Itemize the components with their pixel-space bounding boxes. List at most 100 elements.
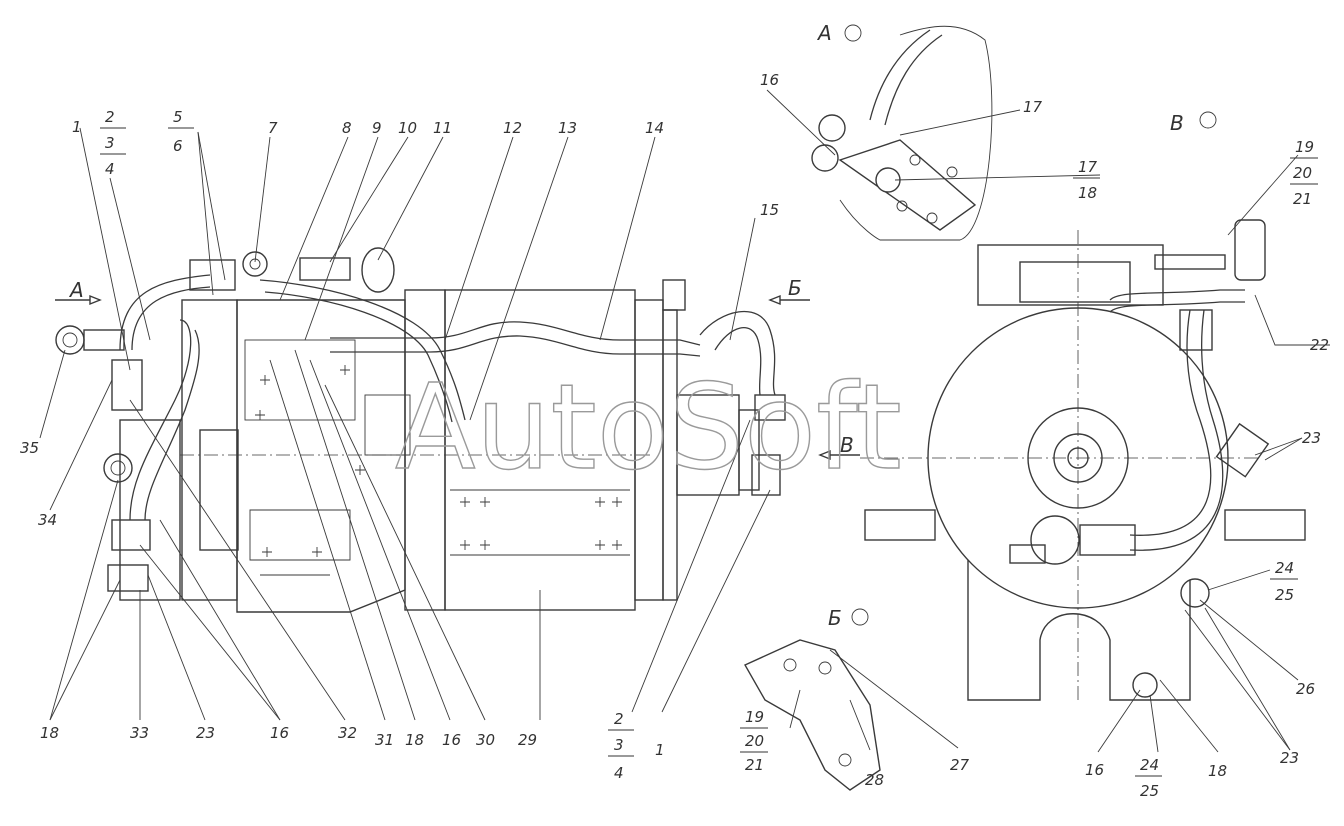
- fitting-24-b: [1132, 672, 1158, 698]
- callout-34: 34: [38, 511, 57, 529]
- callout-5: 5: [173, 108, 183, 126]
- elbow-fitting-18: [103, 453, 133, 483]
- callout-19-view-v: 19: [1295, 138, 1314, 156]
- lower-fitting-33: [107, 564, 149, 592]
- view-a-fitting: [811, 144, 839, 172]
- banjo-bolt: [83, 329, 125, 351]
- terminal-cover: [738, 409, 760, 491]
- valve-block-34: [111, 359, 143, 411]
- section-arrows: [55, 294, 860, 461]
- callout-12: 12: [503, 119, 522, 137]
- rear-fitting: [751, 454, 781, 496]
- callout-18-view-a: 18: [1078, 184, 1097, 202]
- view-v-hose-inner: [1129, 309, 1224, 551]
- pressure-tube-14: [330, 321, 701, 346]
- view-a-break-outline: [839, 25, 993, 241]
- callout-6: 6: [173, 137, 183, 155]
- callout-28: 28: [865, 771, 884, 789]
- lower-pump-outlet: [1009, 544, 1046, 564]
- drain-tube-13: [259, 279, 466, 421]
- gearbox-lower-panel: [249, 509, 351, 561]
- callout-23-view-v: 23: [1302, 429, 1321, 447]
- callout-23-left: 23: [196, 724, 215, 742]
- hose-15-end: [754, 394, 786, 421]
- breather-bracket: [1154, 254, 1226, 270]
- fitting-11: [361, 247, 395, 293]
- view-a-hose: [869, 29, 931, 121]
- callout-4-bottom: 4: [614, 764, 624, 782]
- callout-21-view-b: 21: [745, 756, 764, 774]
- view-b-label: Б: [828, 606, 842, 630]
- view-a-label: А: [816, 21, 832, 45]
- eye-fitting-35: [55, 325, 85, 355]
- hose-left-vertical: [129, 319, 192, 521]
- view-v-rotation-icon: [1199, 111, 1217, 129]
- callout-3: 3: [105, 134, 115, 152]
- callout-8: 8: [342, 119, 352, 137]
- arrow-a-head: [89, 294, 102, 306]
- callout-17: 17: [1078, 158, 1098, 176]
- view-a-rotation-icon: [844, 24, 862, 42]
- callout-30: 30: [476, 731, 495, 749]
- callout-7: 7: [268, 119, 278, 137]
- view-a-valve-block: [838, 139, 977, 231]
- view-a-hose-inner: [884, 34, 943, 126]
- top-drain-hose: [1109, 289, 1245, 301]
- view-a-hole: [926, 212, 938, 224]
- view-labels: А В Б А Б В: [68, 21, 1184, 630]
- section-b-label: Б: [788, 276, 802, 300]
- section-a-label: А: [68, 278, 84, 302]
- top-union-7: [242, 251, 268, 277]
- callout-16-view-v: 16: [1085, 761, 1104, 779]
- callout-numbers: 1 2 3 4 5 6 7 8 9 10 11 12 13 14 15 35 3…: [20, 71, 1329, 800]
- callout-16-center: 16: [442, 731, 461, 749]
- view-v-label: В: [1170, 111, 1184, 135]
- lower-pump-nut: [1079, 524, 1136, 556]
- elbow-fitting-hole: [110, 460, 126, 476]
- callout-18-view-v: 18: [1208, 762, 1227, 780]
- top-drain-hose-inner: [1109, 301, 1245, 313]
- callout-15: 15: [760, 201, 779, 219]
- callout-35: 35: [20, 439, 39, 457]
- callout-27: 27: [950, 756, 970, 774]
- lower-elbow: [111, 519, 151, 551]
- hose-top-left: [119, 274, 211, 351]
- callout-2-bottom: 2: [614, 710, 624, 728]
- gearbox-body: [236, 299, 406, 613]
- callout-18-center: 18: [405, 731, 424, 749]
- callout-19-view-b: 19: [745, 708, 764, 726]
- left-shaft-stub: [864, 509, 936, 541]
- callout-24-right: 24: [1275, 559, 1294, 577]
- bolt-marks: [255, 365, 622, 557]
- view-v-hose: [1129, 309, 1212, 536]
- fitting-24: [1180, 578, 1210, 608]
- side-cover: [364, 394, 411, 456]
- callout-32: 32: [338, 724, 357, 742]
- view-a-hole: [909, 154, 921, 166]
- breather-19: [1234, 219, 1266, 281]
- callout-16-view-a: 16: [760, 71, 779, 89]
- eye-fitting-hole: [62, 332, 78, 348]
- callout-14: 14: [645, 119, 664, 137]
- callout-1-bottom: 1: [655, 741, 665, 759]
- callout-29: 29: [518, 731, 537, 749]
- hose-15: [699, 310, 776, 396]
- watermark: AutoSoft: [395, 358, 902, 496]
- left-inner-plate: [199, 429, 239, 551]
- bracket-plate: [744, 639, 881, 791]
- callout-31: 31: [375, 731, 394, 749]
- bracket-hole: [818, 661, 832, 675]
- pump-mount-plate: [244, 339, 356, 421]
- callout-33: 33: [130, 724, 149, 742]
- hose-top-left-inner: [131, 286, 211, 351]
- callout-1: 1: [72, 118, 82, 136]
- callout-22: 22: [1310, 336, 1329, 354]
- leader-lines: [39, 89, 1330, 753]
- base-bracket: [967, 560, 1191, 701]
- view-a-detail: [811, 24, 993, 241]
- callout-25-bottom: 25: [1140, 782, 1159, 800]
- left-flange-plate: [119, 419, 181, 601]
- callout-20-view-b: 20: [745, 732, 764, 750]
- right-shaft-stub: [1224, 509, 1306, 541]
- top-housing: [977, 244, 1164, 306]
